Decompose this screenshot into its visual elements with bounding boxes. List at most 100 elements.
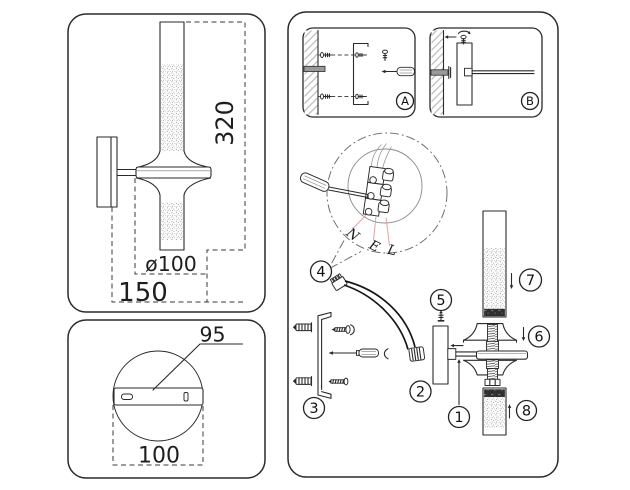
wall-stub-b xyxy=(430,69,449,76)
screwdriver-a xyxy=(381,66,415,77)
part-8-lower-glass: 8 xyxy=(482,387,538,436)
lamp-center-body xyxy=(462,323,529,387)
part-8-label: 8 xyxy=(522,404,531,420)
part-8-badge xyxy=(515,399,538,422)
detail-circle-outer xyxy=(326,132,448,254)
back-plate xyxy=(432,325,449,385)
screwdriver-detail xyxy=(299,172,369,199)
part-3-badge xyxy=(302,396,326,420)
wall-hatch-a xyxy=(304,30,318,115)
dim-diameter-label: ø100 xyxy=(145,252,197,276)
mount-arm xyxy=(116,168,137,177)
wall-anchor-top xyxy=(292,322,313,333)
terminal-block xyxy=(362,165,395,217)
part-1-badge xyxy=(447,405,471,429)
upper-tube xyxy=(159,21,185,152)
part-6-badge xyxy=(527,325,551,348)
wire-leaders xyxy=(352,214,390,247)
assembly-panel: A B xyxy=(287,11,559,478)
lower-glass-cap xyxy=(484,389,505,398)
cable-wire-1 xyxy=(344,280,416,348)
bracket-a xyxy=(352,42,369,106)
rod-boss xyxy=(447,348,457,360)
bracket-slot-left xyxy=(121,393,133,400)
part-2-label: 2 xyxy=(416,385,425,401)
part-4-badge xyxy=(309,260,333,283)
leader-n xyxy=(352,214,367,229)
terminal-l xyxy=(364,199,390,216)
step-a-badge xyxy=(395,91,415,111)
push-arrow-b-head xyxy=(444,35,449,39)
part-7-arrow-head xyxy=(509,285,514,289)
part-4-connector: 4 xyxy=(309,260,426,362)
detail-circle-inner xyxy=(347,148,423,224)
rod-b xyxy=(471,70,535,75)
mounting-bracket xyxy=(317,311,332,399)
part-7-upper-glass: 7 xyxy=(482,210,543,318)
cable-end-plug xyxy=(408,346,426,362)
screw-top xyxy=(331,325,351,334)
bracket-slot-right xyxy=(183,392,189,402)
cable-wire-2 xyxy=(343,284,409,350)
screw-glyphs-a xyxy=(320,52,366,100)
upper-glass-frost xyxy=(484,247,505,309)
part-1-arrow-head xyxy=(457,359,461,363)
set-screw xyxy=(437,310,445,322)
snap-ring-top xyxy=(349,324,355,336)
step-a-label: A xyxy=(401,94,409,108)
mount-bracket-bar xyxy=(113,387,204,406)
thumb-screw-a xyxy=(381,49,389,62)
lower-thread-stem xyxy=(487,368,498,380)
center-disc-bar xyxy=(475,350,529,360)
dim-height-label: 320 xyxy=(211,100,239,146)
part-4-label: 4 xyxy=(316,265,325,281)
part-2-plate: 2 xyxy=(409,325,449,403)
lower-cone xyxy=(135,177,212,196)
part-2-badge xyxy=(409,380,432,403)
connector-plug xyxy=(329,273,348,291)
part-3-fixings: 3 xyxy=(292,311,389,420)
upper-thread-stem xyxy=(487,324,498,342)
upper-cone-rim xyxy=(462,339,518,343)
leader-e xyxy=(373,215,377,241)
top-view-panel: 95 100 xyxy=(67,319,266,479)
step-a: A xyxy=(302,27,416,118)
center-disc xyxy=(135,166,212,179)
part-1-label: 1 xyxy=(454,410,463,426)
wall-anchor-bottom xyxy=(292,376,313,387)
side-view-dimensions: 320 ø100 150 xyxy=(111,21,246,308)
lower-tube xyxy=(159,194,185,251)
leader-l xyxy=(385,217,390,247)
screwdriver-a-tip xyxy=(381,69,386,74)
part-5-label: 5 xyxy=(436,293,445,309)
lower-knurl-nut xyxy=(486,359,499,369)
step-b-badge xyxy=(520,91,540,111)
step-b-label: B xyxy=(526,94,534,108)
part-6-arrow-head xyxy=(521,337,526,341)
screw-bottom xyxy=(328,377,349,386)
lower-glass-texture xyxy=(161,202,183,240)
detail-pointer-tail xyxy=(327,240,362,271)
rod-push-arrow-head xyxy=(450,343,454,348)
screwdriver-3 xyxy=(328,348,379,358)
part-8-arrow-head xyxy=(507,404,512,408)
bracket-edge-b xyxy=(448,65,452,80)
part-1-rod: 1 xyxy=(447,343,478,429)
dim-line-diameter xyxy=(134,178,207,275)
rotate-arrow-b-head xyxy=(467,31,471,35)
support-rod xyxy=(455,351,478,357)
upper-knurl-nut xyxy=(486,340,499,352)
rod-boss-b xyxy=(464,67,473,77)
leader-95 xyxy=(152,343,244,391)
part-6-shades: 6 xyxy=(521,325,551,348)
stem-hex-nut xyxy=(484,378,501,387)
side-view-panel: 320 ø100 150 xyxy=(67,13,266,313)
wall-stub-a xyxy=(303,65,326,72)
part-7-label: 7 xyxy=(526,273,535,289)
lower-glass-frost xyxy=(484,397,505,428)
step-b: B xyxy=(429,27,543,118)
dim-line-depth xyxy=(111,207,243,303)
upper-glass-texture xyxy=(161,64,183,151)
lamp-side-view xyxy=(96,21,212,251)
